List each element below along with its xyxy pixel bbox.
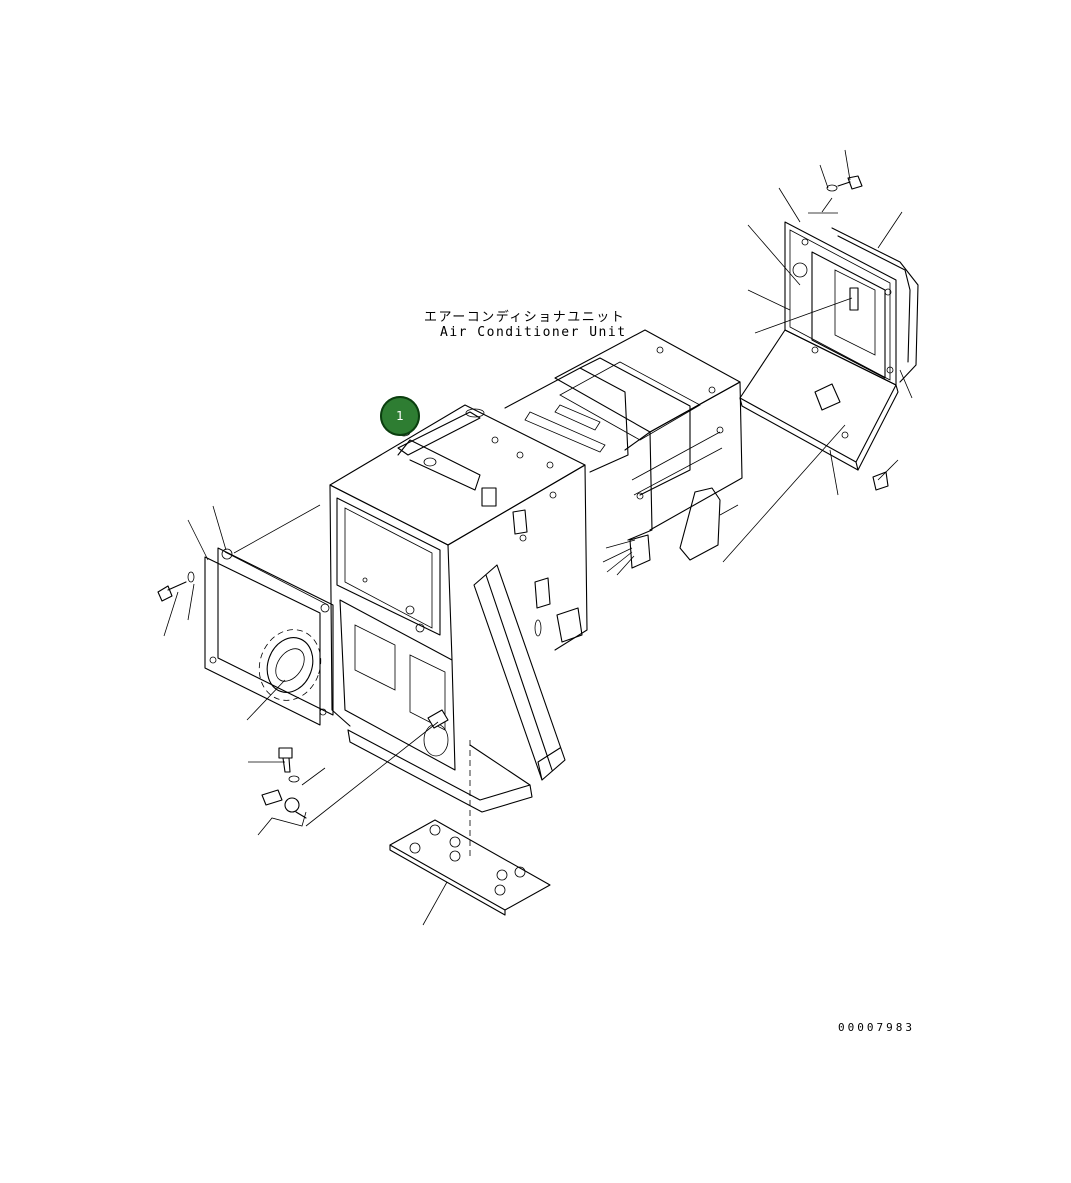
- left-cover-assembly: [204, 547, 334, 726]
- air-conditioner-unit: [504, 329, 743, 569]
- support-leg: [469, 564, 566, 860]
- leader-lines: [163, 149, 913, 926]
- drawing-number: 00007983: [838, 1021, 915, 1034]
- unit-label-english: Air Conditioner Unit: [440, 325, 627, 340]
- duct-housing: [329, 404, 588, 813]
- callout-badge-1[interactable]: 1: [380, 396, 420, 436]
- unit-label-japanese: エアーコンディショナユニット: [424, 310, 626, 325]
- right-cover-assembly: [739, 221, 919, 471]
- bottom-plate: [389, 819, 551, 916]
- fasteners: [157, 175, 889, 819]
